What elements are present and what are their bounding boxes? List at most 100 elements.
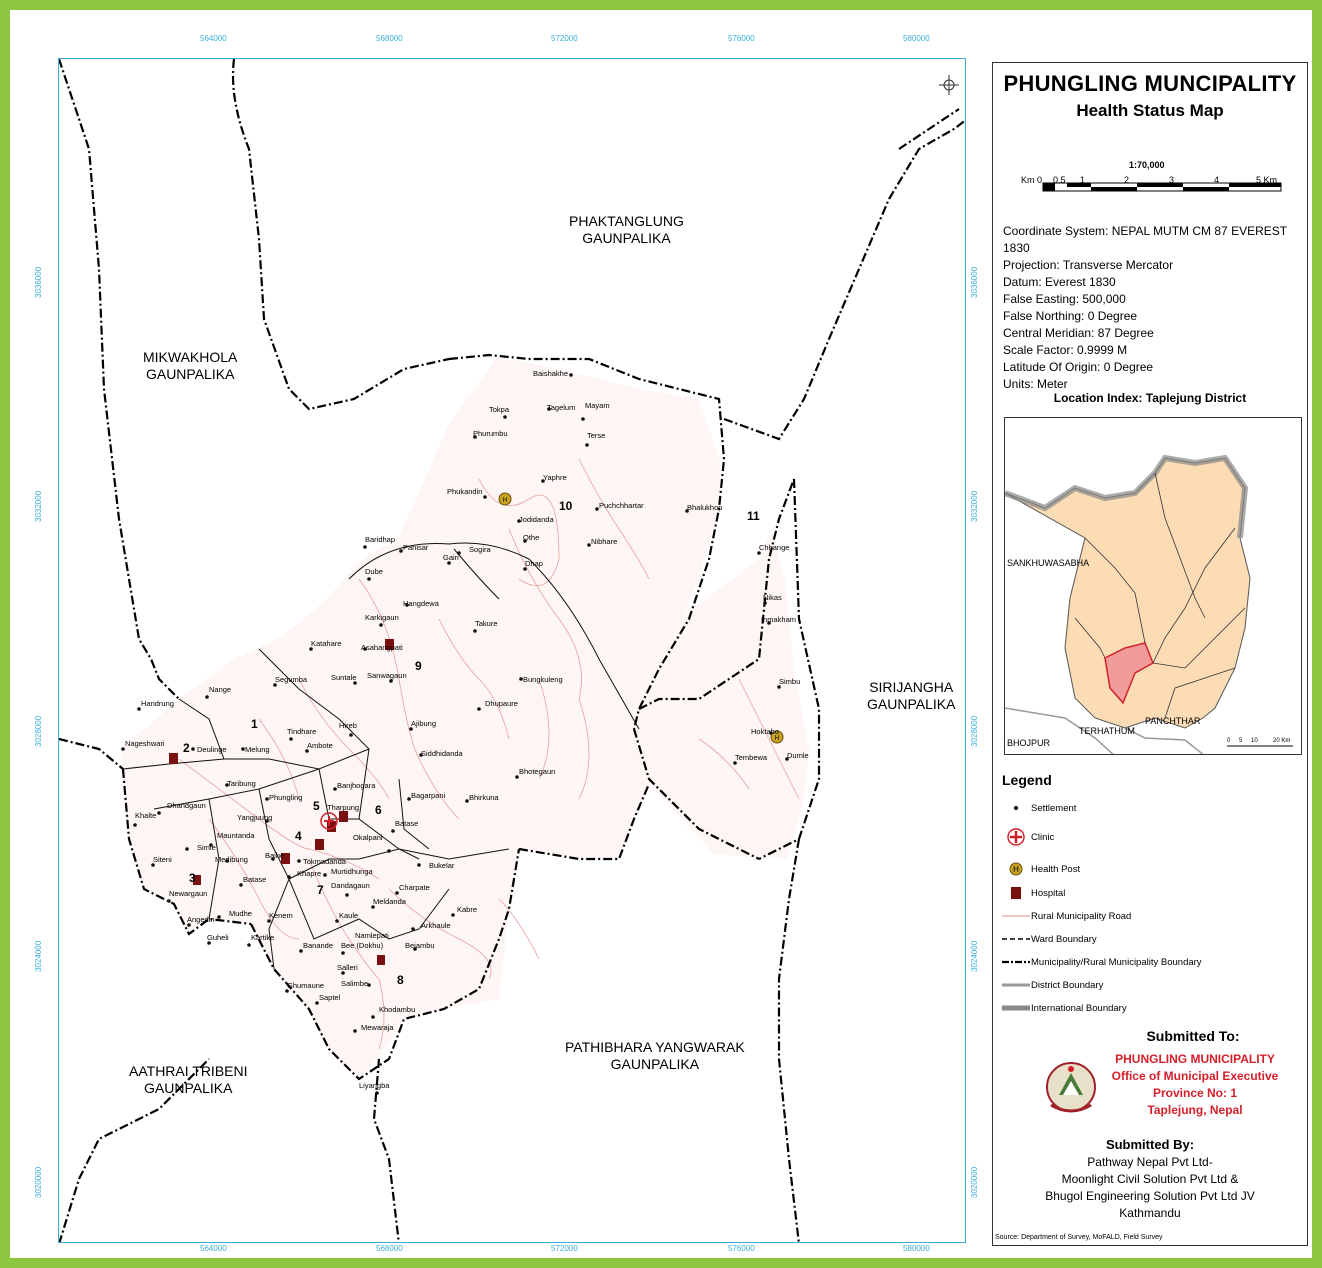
settlement-label: Puchchhartar — [599, 501, 644, 510]
settlement-label: Takure — [475, 619, 498, 628]
legend-panel: PHUNGLING MUNCIPALITY Health Status Map … — [992, 62, 1308, 1246]
scale-label: Km 0 — [1021, 175, 1043, 185]
scale-label: 4 — [1214, 175, 1220, 185]
settlement-label: Bungkuleng — [523, 675, 563, 684]
legend-item: Clinic — [1001, 828, 1054, 846]
inset-label: PANCHTHAR — [1145, 716, 1201, 726]
hospital-icon — [1011, 887, 1021, 899]
hospital-icon — [281, 853, 290, 864]
location-index-map[interactable]: 0 5 10 20 Km SANKHUWASABHA BHOJPUR TERHA… — [1004, 417, 1302, 755]
settlement-label: Bhotegaun — [519, 767, 556, 776]
settlement-label: Nageshwari — [125, 739, 165, 748]
hospital-icon — [327, 811, 348, 832]
ward-number: 10 — [559, 499, 573, 513]
settlement-label: Khodambu — [379, 1005, 416, 1014]
settlement-label: Saptel — [319, 993, 341, 1002]
settlement-label: Taribung — [227, 779, 256, 788]
northing-label: 3036000 — [970, 266, 979, 298]
settlement-label: Deulinge — [197, 745, 227, 754]
settlement-label: Tokmadanda — [303, 857, 346, 866]
settlement-label: Okalpani — [353, 833, 383, 842]
easting-label: 564000 — [200, 34, 227, 43]
map-canvas: H H — [59, 59, 965, 1242]
settlement-label: Baridhap — [365, 535, 396, 544]
settlement-label: Newargaun — [169, 889, 208, 898]
ward-number: 4 — [295, 829, 302, 843]
settlement-label: Salimbe — [341, 979, 369, 988]
health-post-icon: H — [1009, 862, 1023, 876]
settlement-label: Kabre — [457, 905, 478, 914]
settlement-label: Dandagaun — [331, 881, 370, 890]
settlement-label: Tindhare — [287, 727, 317, 736]
settlement-label: Panisar — [403, 543, 429, 552]
legend-item: Settlement — [1001, 799, 1076, 817]
municipality-boundary-icon — [1002, 960, 1030, 964]
clinic-icon — [320, 812, 338, 830]
north-arrow-icon — [939, 75, 959, 95]
settlement-label: Dube — [365, 567, 383, 576]
easting-label: 564000 — [200, 1244, 227, 1253]
settlement-label: Meldanda — [373, 897, 406, 906]
hospital-icon — [193, 875, 201, 885]
scale-label: 1 — [1080, 175, 1086, 185]
scale-bar — [1042, 182, 1282, 192]
submitted-by-lines: Pathway Nepal Pvt Ltd- Moonlight Civil S… — [1045, 1155, 1255, 1220]
ward-number: 1 — [251, 717, 258, 731]
settlement-label: Banande — [303, 941, 334, 950]
legend-item: Hospital — [1001, 884, 1065, 902]
ward-number: 11 — [747, 509, 760, 523]
scale-ratio: 1:70,000 — [1129, 160, 1165, 170]
settlement-label: Othe — [523, 533, 540, 542]
map-title: PHUNGLING MUNCIPALITY — [1003, 71, 1297, 96]
hospital-icon — [377, 955, 385, 965]
northing-label: 3024000 — [970, 940, 979, 972]
nepal-emblem-icon — [1046, 1062, 1096, 1113]
map-subtitle: Health Status Map — [1076, 101, 1224, 120]
legend-item: District Boundary — [1001, 976, 1103, 994]
easting-label: 572000 — [551, 34, 578, 43]
settlement-label: Simle — [197, 843, 216, 852]
legend-heading: Legend — [1002, 772, 1052, 788]
legend-item: Rural Municipality Road — [1001, 907, 1131, 925]
location-index-heading: Location Index: Taplejung District — [1053, 391, 1247, 405]
map-sheet: 564000 568000 572000 576000 580000 56400… — [10, 10, 1312, 1258]
health-post-icon: H — [498, 492, 512, 506]
hospital-icon — [169, 753, 178, 764]
easting-label: 580000 — [903, 34, 930, 43]
settlement-label: Bee (Dokhu) — [341, 941, 384, 950]
easting-label: 568000 — [376, 34, 403, 43]
settlement-label: Mayam — [585, 401, 610, 410]
northing-label: 3028000 — [34, 715, 43, 747]
hospital-icon — [315, 839, 324, 850]
northing-label: 3024000 — [34, 940, 43, 972]
northing-label: 3020000 — [970, 1166, 979, 1198]
settlement-label: Chhange — [759, 543, 790, 552]
settlement-label: Charpate — [399, 883, 430, 892]
settlement-label: Tharpung — [327, 803, 360, 812]
svg-text:H: H — [774, 735, 779, 742]
settlement-label: Bhalukhop — [687, 503, 723, 512]
road-network — [178, 458, 800, 1050]
settlement-label: Suntale — [331, 673, 357, 682]
settlement-icon — [1014, 806, 1018, 810]
scale-label: 5 Km — [1256, 175, 1278, 185]
northing-label: 3032000 — [34, 490, 43, 522]
road-line-icon — [1002, 915, 1030, 917]
settlement-label: Segumba — [275, 675, 308, 684]
scale-label: 2 — [1124, 175, 1130, 185]
district-boundary-icon — [1002, 983, 1030, 987]
settlement-label: Tagelum — [547, 403, 576, 412]
settlement-label: Sanwagaun — [367, 671, 407, 680]
settlement-label: Mauntanda — [217, 831, 255, 840]
scale-label: 3 — [1169, 175, 1175, 185]
settlement-label: Salleri — [337, 963, 358, 972]
settlement-label: Phukandin — [447, 487, 483, 496]
settlement-label: Ghumaune — [287, 981, 325, 990]
easting-label: 580000 — [903, 1244, 930, 1253]
ward-number: 5 — [313, 799, 320, 813]
settlement-label: Bhirkuna — [469, 793, 499, 802]
settlement-label: Jodidanda — [519, 515, 554, 524]
